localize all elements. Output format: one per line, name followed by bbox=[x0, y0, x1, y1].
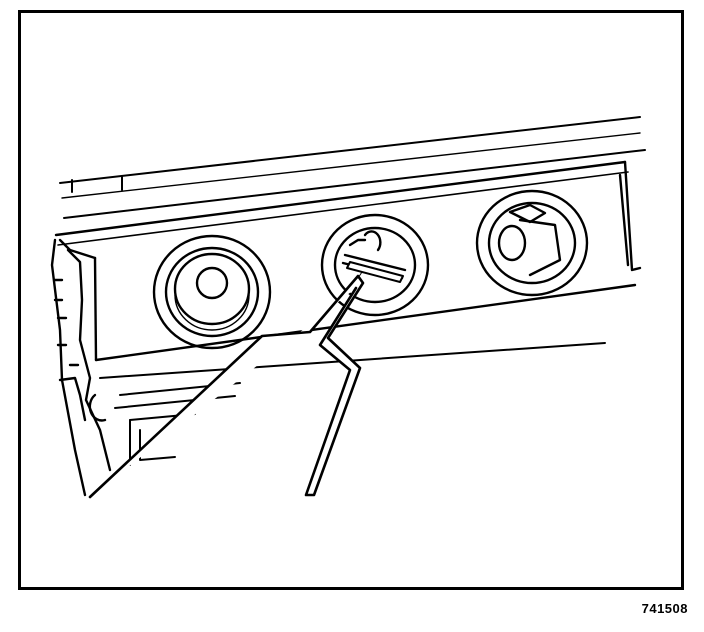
right-switch-knob bbox=[475, 189, 589, 297]
figure-id-label: 741508 bbox=[641, 601, 688, 616]
removal-tool-icon bbox=[88, 261, 404, 499]
switch-panel bbox=[54, 160, 642, 362]
left-switch-knob bbox=[152, 234, 272, 350]
dash-upper-edges bbox=[59, 116, 646, 219]
left-bracket bbox=[50, 238, 112, 497]
